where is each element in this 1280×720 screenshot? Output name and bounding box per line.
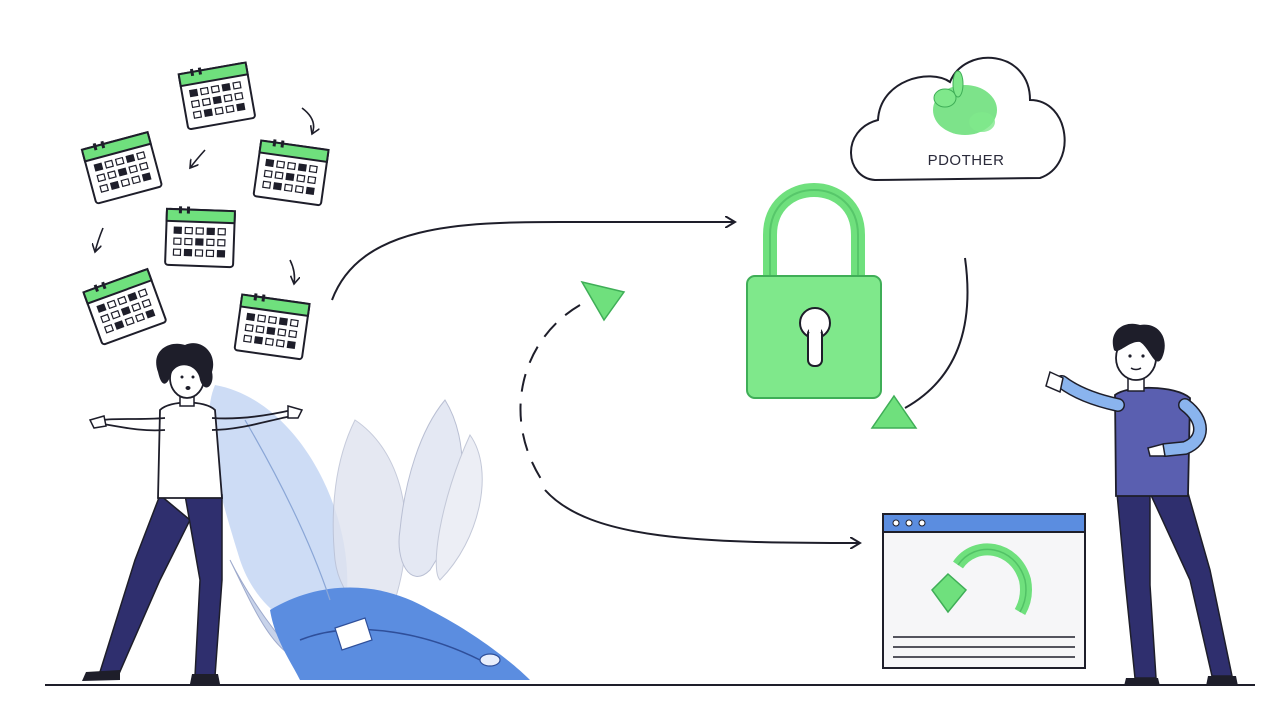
rabbit-icon xyxy=(933,70,997,135)
leaf-vein xyxy=(244,419,331,601)
small-arrow-icon xyxy=(190,149,206,168)
calendar-icon xyxy=(233,293,311,361)
calendar-icon xyxy=(177,61,256,131)
leaf-shape xyxy=(334,617,373,651)
calendar-arrows xyxy=(95,107,314,284)
leaf-group xyxy=(209,385,530,680)
small-arrow-icon xyxy=(289,259,295,284)
calendar-icon xyxy=(252,139,330,207)
green-arrowhead-icon xyxy=(580,280,626,322)
green-triangle-icon xyxy=(870,394,918,429)
leaf-shape xyxy=(435,434,483,581)
calendar-cluster xyxy=(80,61,330,361)
arrow-icon xyxy=(544,489,860,543)
browser-window-icon xyxy=(882,513,1086,669)
leaf-vein xyxy=(299,628,481,661)
leaf-shape xyxy=(332,419,407,613)
hair xyxy=(156,343,214,388)
person-right xyxy=(1045,323,1238,686)
calendar-icon xyxy=(80,130,163,205)
hair xyxy=(1112,323,1165,362)
refresh-icon xyxy=(931,543,1033,615)
leaf-shape xyxy=(209,385,348,629)
dashed-cycle-arrow xyxy=(519,304,581,486)
calendar-icon xyxy=(164,206,236,269)
window-titlebar xyxy=(882,513,1086,533)
calendar-icon xyxy=(82,267,167,346)
small-arrow-icon xyxy=(95,227,104,252)
cloud-icon: PDOTHER xyxy=(850,56,1066,182)
return-arrow xyxy=(904,257,969,409)
leaf-shape xyxy=(479,653,501,667)
padlock-icon xyxy=(746,183,882,399)
small-arrow-icon xyxy=(301,107,314,134)
arrow-icon xyxy=(331,222,735,301)
cloud-label: PDOTHER xyxy=(928,152,1005,169)
person-left xyxy=(82,343,304,684)
